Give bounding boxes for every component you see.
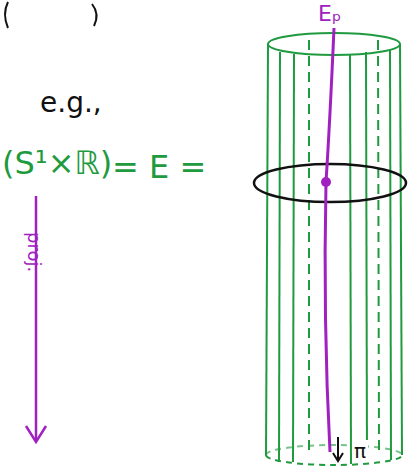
example-note: e.g., [40, 88, 102, 119]
projection-label: proj. [24, 232, 44, 272]
arrow-head [26, 426, 46, 442]
arrow-head [333, 453, 343, 461]
cylinder [266, 33, 402, 465]
pi-arrow [337, 437, 339, 460]
cylinder-side [266, 44, 268, 455]
fiber-line [378, 40, 379, 452]
base-circle [254, 164, 406, 202]
fiber-line [293, 54, 294, 462]
equation-text: = E = [112, 150, 206, 185]
fiber-line [366, 52, 367, 462]
fiber-line [390, 50, 391, 460]
fiber-label: Eₚ [318, 2, 341, 26]
cylinder-side [400, 44, 402, 455]
point [321, 177, 331, 187]
fiber-line [350, 54, 351, 464]
fiber-line [308, 40, 310, 450]
cylinder-bottom [266, 455, 402, 465]
fiber-ep [325, 28, 334, 452]
fiber-line [279, 52, 280, 462]
space-formula: (S¹×ℝ) [2, 146, 112, 181]
cut-stroke [5, 2, 8, 28]
cut-stroke [92, 4, 97, 26]
projection-symbol: π [352, 440, 368, 462]
